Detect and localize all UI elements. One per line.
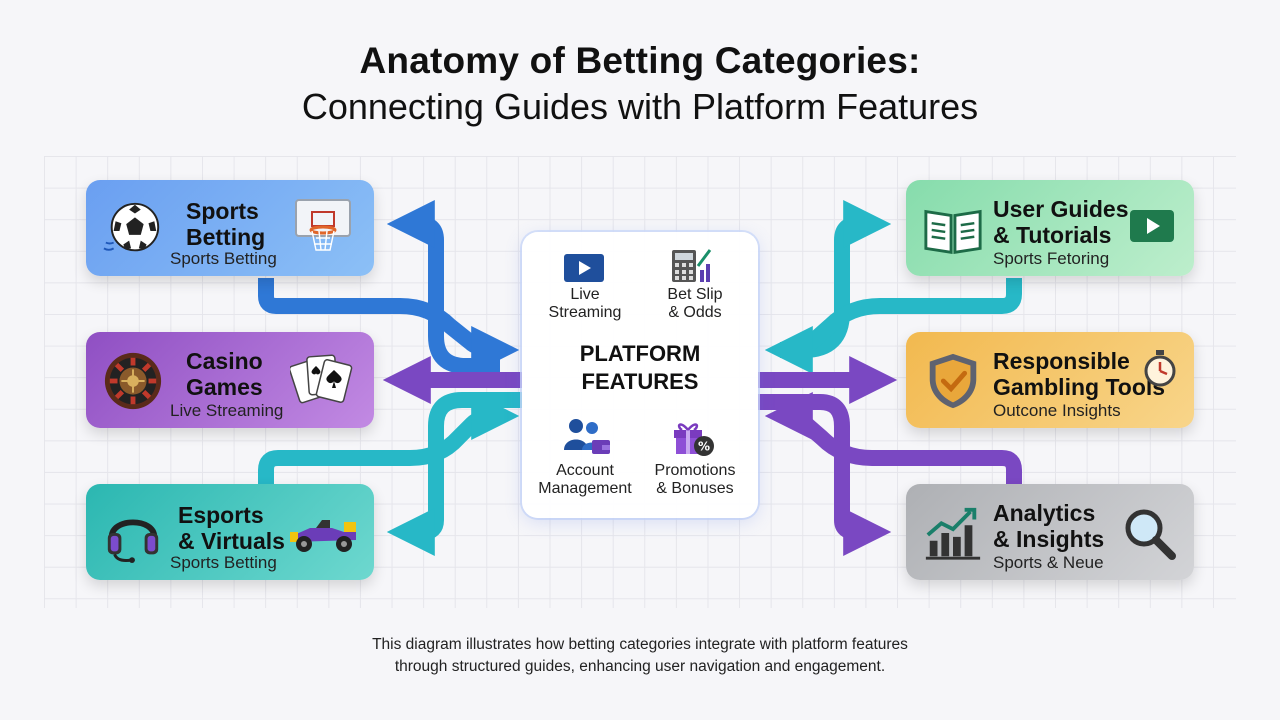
soccer-ball-icon (103, 202, 160, 252)
arrow-hub-to-esports (386, 392, 522, 556)
svg-text:%: % (698, 440, 710, 454)
calculator-chart-icon (672, 249, 712, 282)
arrow-guides-to-hub (764, 278, 1022, 374)
hub-item-bet-slip-odds[interactable]: Bet Slip& Odds (667, 286, 723, 321)
page-subtitle: Connecting Guides with Platform Features (301, 86, 979, 127)
gift-percent-icon: % (674, 423, 714, 456)
arrow-hub-to-analytics (758, 394, 892, 556)
arrow-hub-to-sports (386, 200, 500, 374)
caption-line-1: This diagram illustrates how betting cat… (372, 636, 908, 653)
playing-cards-icon (290, 354, 353, 404)
card-subtitle: Outcone Insights (993, 401, 1121, 420)
feature-card-analytics-insights[interactable]: Analytics& Insights Sports & Neue (906, 484, 1194, 580)
category-card-esports-virtuals[interactable]: Esports& Virtuals Sports Betting (86, 484, 374, 580)
card-heading: User Guides& Tutorials (993, 196, 1129, 248)
page-title: Anatomy of Betting Categories: (359, 40, 921, 81)
video-play-icon (564, 254, 604, 282)
card-subtitle: Sports Betting (170, 553, 277, 572)
headset-icon (107, 519, 159, 564)
stopwatch-icon (1144, 350, 1176, 387)
race-car-icon (290, 520, 356, 552)
arrow-sports-to-hub (258, 278, 520, 374)
hub-item-promotions-bonuses[interactable]: Promotions& Bonuses (654, 462, 736, 497)
magnifier-icon (1125, 509, 1176, 560)
arrow-analytics-to-hub (764, 392, 1022, 484)
bar-chart-trend-icon (925, 507, 981, 560)
card-subtitle: Sports Betting (170, 249, 277, 268)
open-book-icon (924, 209, 982, 254)
video-play-icon (1130, 210, 1174, 242)
card-subtitle: Sports & Neue (993, 553, 1104, 572)
card-heading: Analytics& Insights (993, 500, 1105, 552)
caption-line-2: through structured guides, enhancing use… (394, 658, 886, 675)
card-heading: Esports& Virtuals (178, 502, 285, 554)
card-subtitle: Sports Fetoring (993, 249, 1110, 268)
card-subtitle: Live Streaming (170, 401, 284, 420)
basketball-hoop-icon (295, 199, 351, 251)
users-wallet-icon (564, 419, 610, 454)
roulette-wheel-icon (104, 352, 162, 410)
shield-check-icon (929, 353, 977, 409)
feature-card-user-guides[interactable]: User Guides& Tutorials Sports Fetoring (906, 180, 1194, 276)
